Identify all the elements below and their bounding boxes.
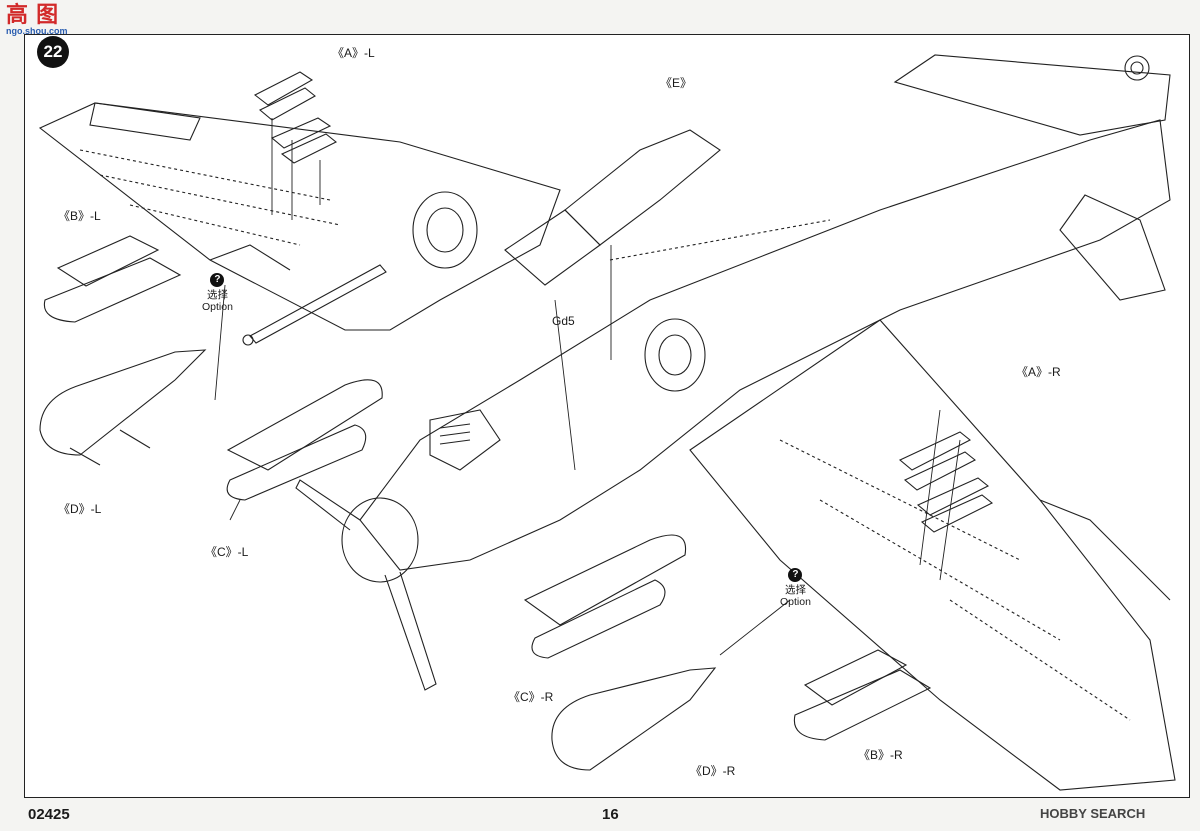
left-wing-cannon — [249, 264, 387, 344]
logo-line2: ngo.shou.com — [6, 26, 68, 36]
left-wing — [38, 102, 561, 331]
option-en: Option — [780, 596, 811, 608]
label-a-right: 《A》-R — [1016, 365, 1061, 379]
label-b-left: 《B》-L — [58, 209, 101, 223]
canopy — [429, 409, 501, 471]
label-e: 《E》 — [660, 76, 693, 90]
option-cn: 选择 — [206, 289, 228, 301]
label-c-right: 《C》-R — [508, 690, 554, 704]
product-code: 02425 — [28, 806, 70, 823]
label-d-left: 《D》-L — [58, 502, 102, 516]
left-flap — [89, 102, 201, 141]
logo-line1: 高 图 — [6, 2, 60, 27]
fuselage — [359, 119, 1171, 571]
page-number: 16 — [602, 806, 619, 823]
pod-e — [564, 129, 721, 246]
pod-group-c-right — [523, 534, 687, 659]
pod-group-a-left — [253, 71, 338, 164]
site-logo-watermark: 高 图 ngo.shou.com — [6, 2, 68, 37]
hobby-search-watermark: HOBBY SEARCH — [1040, 806, 1146, 821]
step-number-badge: 22 — [37, 36, 69, 68]
propeller-blade-top — [295, 479, 361, 531]
label-b-right: 《B》-R — [858, 748, 903, 762]
option-en: Option — [202, 301, 233, 313]
tail-wheel — [1124, 55, 1150, 81]
propeller-blade-bottom — [384, 571, 437, 691]
pod-group-b-right — [793, 649, 932, 741]
instruction-frame — [24, 34, 1190, 798]
drop-tank-d-left — [39, 349, 207, 466]
label-a-left: 《A》-L — [332, 46, 375, 60]
drop-tank-d-right — [551, 667, 717, 771]
pod-group-b-left — [43, 235, 182, 323]
label-gd5: Gd5 — [552, 314, 575, 328]
label-d-right: 《D》-R — [690, 764, 736, 778]
pod-group-c-left — [226, 379, 383, 501]
right-wing — [689, 319, 1176, 791]
question-icon: ? — [788, 568, 803, 582]
label-c-left: 《C》-L — [205, 545, 249, 559]
option-cn: 选择 — [784, 584, 806, 596]
option-note-left: ? 选择 Option — [202, 273, 233, 313]
horizontal-stabilizer — [893, 54, 1171, 136]
left-engine-ring — [412, 191, 478, 269]
question-icon: ? — [210, 273, 225, 287]
spinner — [341, 497, 419, 583]
pod-group-a-right — [898, 431, 994, 533]
option-note-right: ? 选择 Option — [780, 568, 811, 608]
right-engine-ring — [644, 318, 706, 392]
vertical-tail — [1059, 194, 1166, 301]
